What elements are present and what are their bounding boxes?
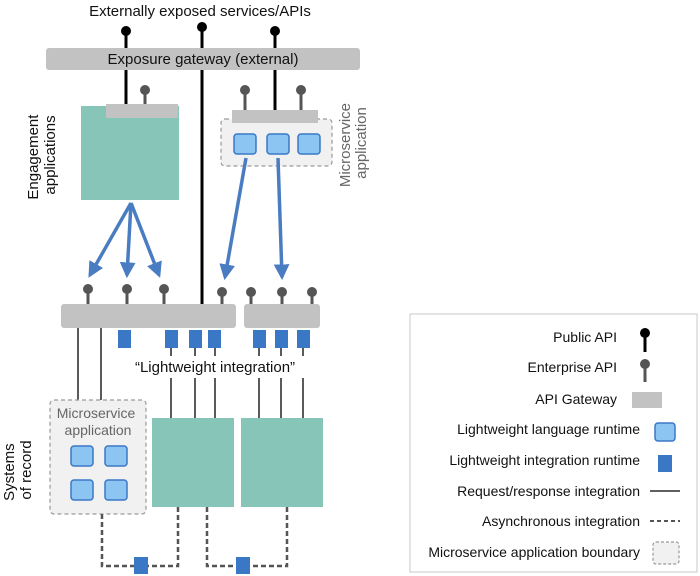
microservice-box-label: Microservice application [57,405,139,438]
language-runtime-icon [654,422,676,442]
api-gateway-right [244,304,320,328]
top-title: Externally exposed services/APIs [89,3,311,20]
language-runtimes-top [233,133,321,155]
microservice-side-label: Microservice application [337,99,370,187]
enterprise-api-icon [640,359,650,382]
legend-label: Enterprise API [528,359,618,375]
exposure-gateway-label: Exposure gateway (external) [108,51,299,68]
system-of-record-box [241,418,323,507]
exposure-gateway [46,48,360,70]
enterprise-api-pins-mid [83,284,317,305]
legend-label: Microservice application boundary [428,544,640,560]
legend-box [409,313,698,573]
enterprise-api-pin [140,85,150,104]
enterprise-api-pin [240,85,306,110]
api-gateway-left [61,304,236,328]
public-api-pins-top [121,22,280,48]
legend-label: API Gateway [535,391,617,407]
legend-labels: Public API Enterprise API API Gateway Li… [428,329,640,560]
engagement-gateway [106,104,178,118]
legend-label: Request/response integration [457,483,640,499]
legend-label: Public API [553,329,617,345]
async-lines [100,507,289,568]
language-runtimes-bottom [70,445,128,501]
api-gateway-icon [632,392,662,408]
legend-label: Lightweight language runtime [457,421,640,437]
microservice-top-gateway [232,110,318,123]
engagement-label: Engagement applications [25,110,59,199]
lightweight-integration-label: “Lightweight integration” [135,359,295,376]
integration-runtimes [118,330,310,348]
integration-runtime-icon [658,455,672,472]
legend-label: Lightweight integration runtime [449,452,640,468]
systems-of-record-label: Systems of record [1,439,35,501]
public-api-icon [640,328,650,352]
async-integration-runtimes [134,557,250,574]
blue-arrows [88,157,290,281]
boundary-icon [652,541,680,565]
legend-label: Asynchronous integration [482,513,640,529]
system-of-record-box [152,418,234,507]
engagement-app-box [81,106,179,200]
